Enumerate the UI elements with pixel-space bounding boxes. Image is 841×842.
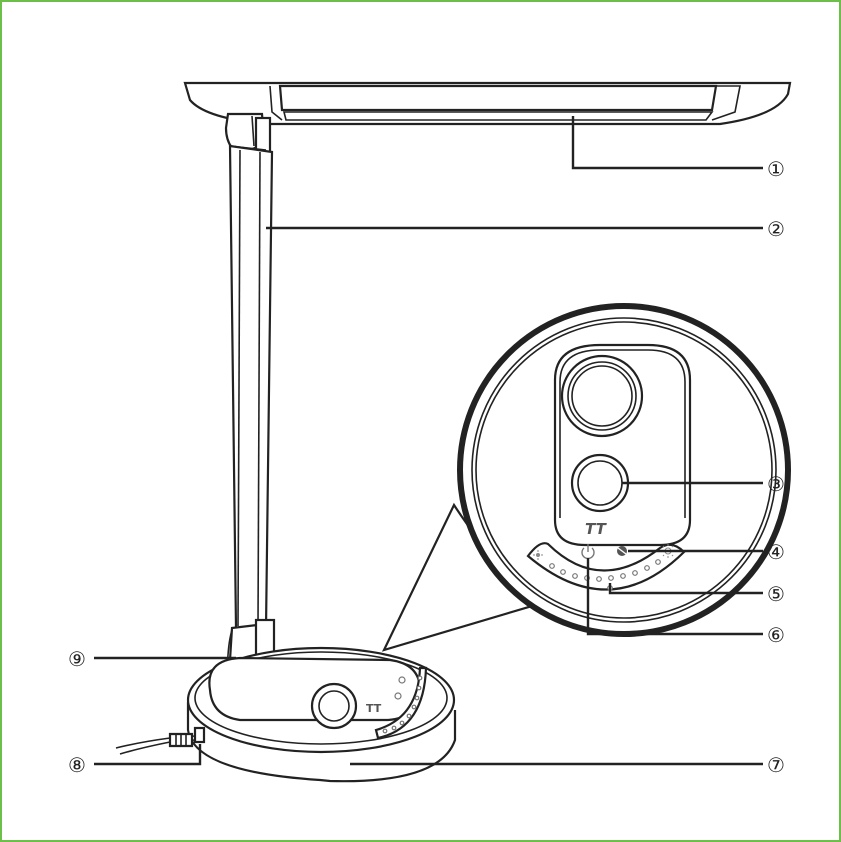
lamp-base: TT	[186, 646, 457, 783]
callout-4: ④	[767, 540, 785, 564]
base-level-dots	[382, 675, 423, 734]
callout-9: ⑨	[68, 647, 86, 671]
zoomed-control-panel: TT	[457, 303, 791, 637]
callout-5: ⑤	[767, 582, 785, 606]
callout-8: ⑧	[68, 753, 86, 777]
lamp-arm	[228, 144, 274, 630]
callout-6: ⑥	[767, 623, 785, 647]
brand-logo: TT	[585, 520, 608, 538]
svg-text:TT: TT	[366, 702, 382, 715]
callout-7: ⑦	[767, 753, 785, 777]
callout-3: ③	[767, 472, 785, 496]
color-mode-icon	[617, 546, 627, 556]
callout-2: ②	[767, 217, 785, 241]
lamp-head	[183, 81, 792, 126]
power-cable	[115, 732, 196, 755]
sun-small-icon	[533, 550, 543, 560]
callout-1: ①	[767, 157, 785, 181]
callout-labels: ① ② ③ ④ ⑤ ⑥ ⑦ ⑧ ⑨	[68, 157, 785, 777]
leader-lines	[94, 116, 763, 766]
